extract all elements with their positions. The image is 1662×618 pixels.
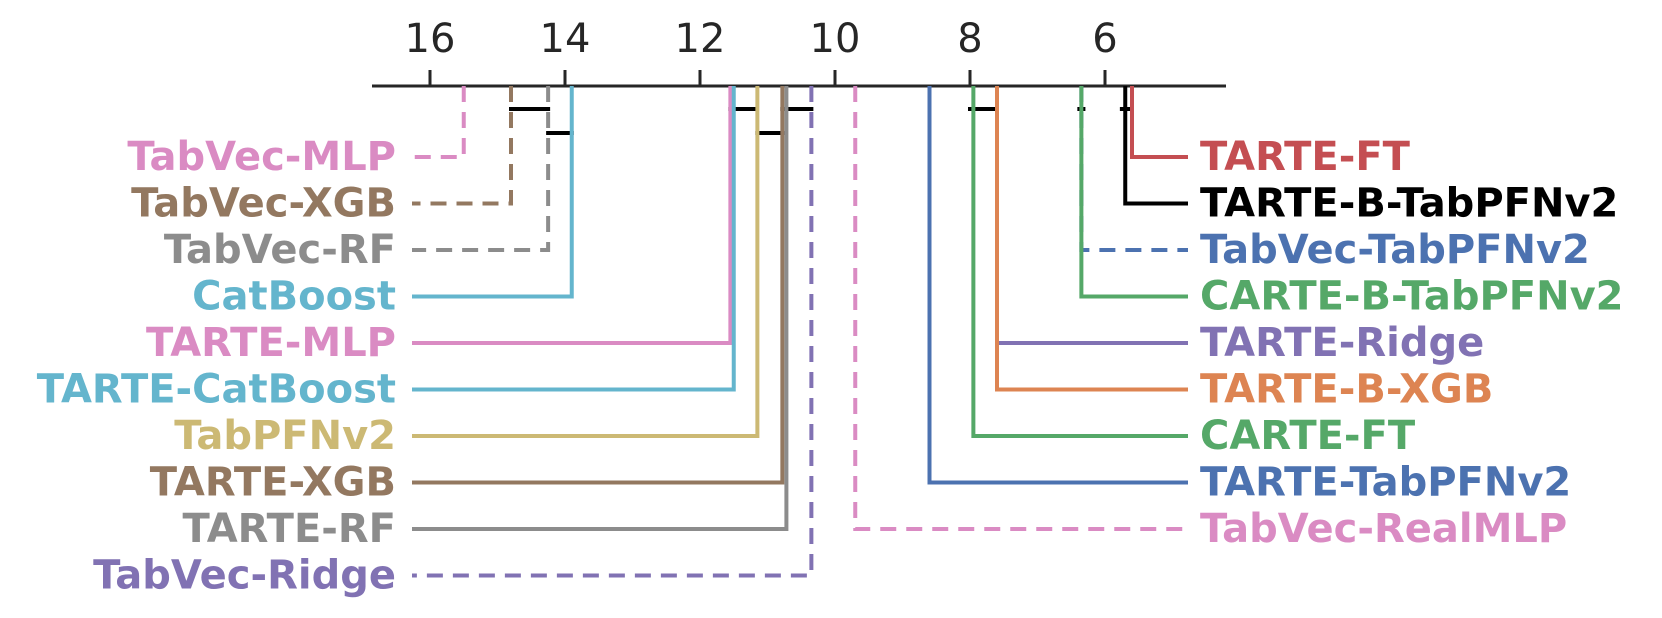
method-label-catboost: CatBoost <box>192 274 396 320</box>
rank-line-tarte-ft <box>1130 86 1188 159</box>
rank-line-tarte-ridge <box>995 86 1188 345</box>
method-label-tarte-mlp: TARTE-MLP <box>146 320 396 366</box>
clique-bars <box>509 107 1134 135</box>
rank-line-tabvec-realmlp <box>853 86 1188 531</box>
method-label-tabvec-rf: TabVec-RF <box>164 227 396 273</box>
method-label-tarte-b-tabpfnv2: TARTE-B-TabPFNv2 <box>1200 181 1618 227</box>
rank-line-tabvec-tabpfnv2 <box>1079 86 1188 252</box>
axis-tick-label: 12 <box>675 16 726 62</box>
rank-axis: 16 14 12 10 8 6 <box>372 16 1226 88</box>
method-label-tarte-b-xgb: TARTE-B-XGB <box>1200 367 1493 413</box>
axis-tick-label: 8 <box>957 16 982 62</box>
rank-line-tarte-catboost <box>412 86 736 392</box>
method-label-carte-ft: CARTE-FT <box>1200 413 1416 459</box>
method-label-tabvec-ridge: TabVec-Ridge <box>93 553 396 599</box>
axis-tick-label: 6 <box>1092 16 1117 62</box>
rank-line-tabvec-ridge <box>412 86 814 578</box>
rank-line-tabvec-xgb <box>412 86 513 206</box>
rank-line-tabvec-rf <box>412 86 551 252</box>
right-method-group: TARTE-FTTARTE-B-TabPFNv2TabVec-TabPFNv2C… <box>853 86 1624 552</box>
axis-tick-label: 16 <box>405 16 456 62</box>
rank-line-tarte-mlp <box>412 86 733 345</box>
method-label-tabvec-xgb: TabVec-XGB <box>131 181 396 227</box>
method-label-tarte-ridge: TARTE-Ridge <box>1200 320 1484 366</box>
left-method-group: TabVec-MLPTabVec-XGBTabVec-RFCatBoostTAR… <box>37 86 814 599</box>
axis-tick-label: 10 <box>810 16 861 62</box>
method-label-tarte-tabpfnv2: TARTE-TabPFNv2 <box>1200 460 1571 506</box>
rank-line-carte-ft <box>971 86 1188 438</box>
method-label-carte-b-tabpfnv2: CARTE-B-TabPFNv2 <box>1200 274 1624 320</box>
rank-line-carte-b-tabpfnv2 <box>1079 86 1188 299</box>
rank-line-tarte-rf <box>412 86 789 531</box>
rank-line-tarte-b-xgb <box>995 86 1188 392</box>
rank-line-catboost <box>412 86 574 299</box>
rank-line-tarte-xgb <box>412 86 785 485</box>
rank-line-tabvec-mlp <box>412 86 466 159</box>
rank-line-tarte-b-tabpfnv2 <box>1123 86 1188 206</box>
method-label-tabvec-tabpfnv2: TabVec-TabPFNv2 <box>1200 227 1590 273</box>
axis-tick-label: 14 <box>540 16 591 62</box>
rank-line-tabpfnv2 <box>412 86 760 438</box>
method-label-tabpfnv2: TabPFNv2 <box>174 413 396 459</box>
method-label-tabvec-mlp: TabVec-MLP <box>127 134 396 180</box>
method-label-tarte-ft: TARTE-FT <box>1200 134 1411 180</box>
method-label-tabvec-realmlp: TabVec-RealMLP <box>1200 506 1567 552</box>
rank-line-tarte-tabpfnv2 <box>927 86 1188 485</box>
method-label-tarte-xgb: TARTE-XGB <box>150 460 396 506</box>
method-label-tarte-rf: TARTE-RF <box>183 506 396 552</box>
method-label-tarte-catboost: TARTE-CatBoost <box>37 367 396 413</box>
